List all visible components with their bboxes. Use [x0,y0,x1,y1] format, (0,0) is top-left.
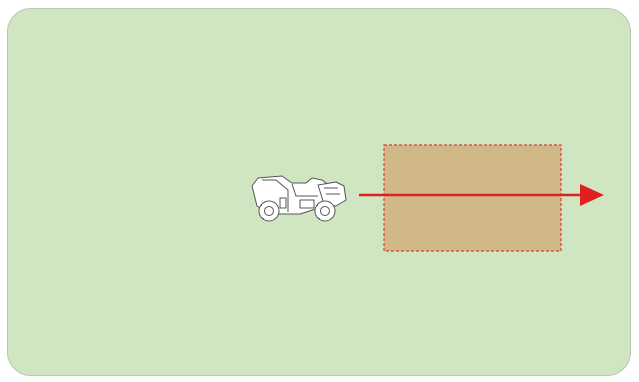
target-zone [384,145,561,251]
robotic-lawn-mower-icon [252,176,346,221]
